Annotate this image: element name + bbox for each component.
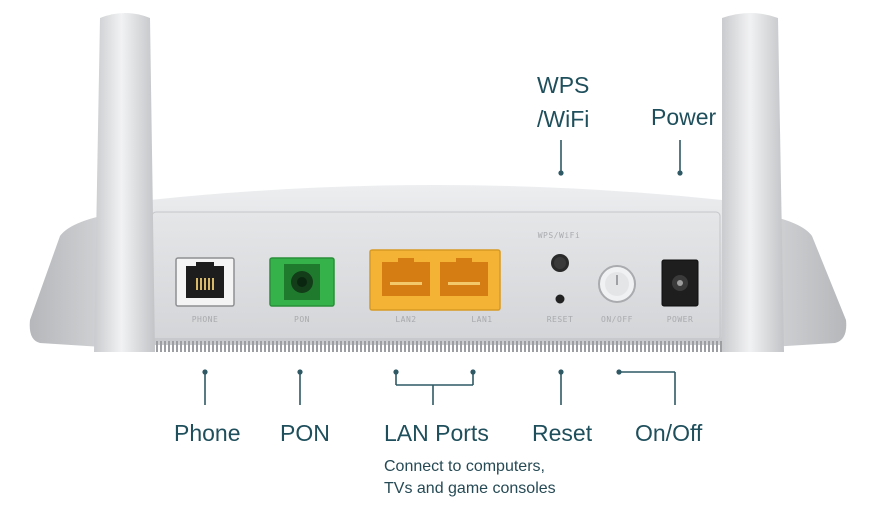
callout-phone: Phone bbox=[174, 420, 241, 446]
callout-pon: PON bbox=[280, 420, 330, 446]
callout-power: Power bbox=[651, 104, 717, 130]
lan-description-line2: TVs and game consoles bbox=[384, 480, 556, 497]
antenna-left bbox=[94, 13, 155, 352]
lan2-port bbox=[382, 258, 430, 296]
wps-wifi-button bbox=[551, 254, 569, 272]
onoff-button bbox=[598, 265, 636, 303]
port-label-reset: RESET bbox=[547, 315, 574, 324]
reset-pinhole bbox=[555, 294, 565, 304]
phone-port bbox=[175, 257, 235, 307]
pon-port bbox=[269, 257, 335, 307]
port-label-pon: PON bbox=[294, 315, 310, 324]
port-label-power: POWER bbox=[667, 315, 694, 324]
callout-lan-ports: LAN Ports bbox=[384, 420, 489, 446]
antenna-right bbox=[722, 13, 784, 352]
callout-reset: Reset bbox=[532, 420, 593, 446]
port-label-phone: PHONE bbox=[192, 315, 219, 324]
callout-onoff: On/Off bbox=[635, 420, 703, 446]
callout-wps-wifi: WPS /WiFi bbox=[537, 72, 590, 132]
port-label-lan1: LAN1 bbox=[471, 315, 492, 324]
lan-ports bbox=[369, 249, 501, 311]
lan-description-line1: Connect to computers, bbox=[384, 458, 545, 475]
power-jack bbox=[661, 259, 699, 307]
callout-leaders bbox=[202, 140, 683, 405]
port-label-lan2: LAN2 bbox=[395, 315, 416, 324]
lan1-port bbox=[440, 258, 488, 296]
port-label-wps: WPS/WiFi bbox=[538, 231, 581, 240]
port-label-onoff: ON/OFF bbox=[601, 315, 633, 324]
